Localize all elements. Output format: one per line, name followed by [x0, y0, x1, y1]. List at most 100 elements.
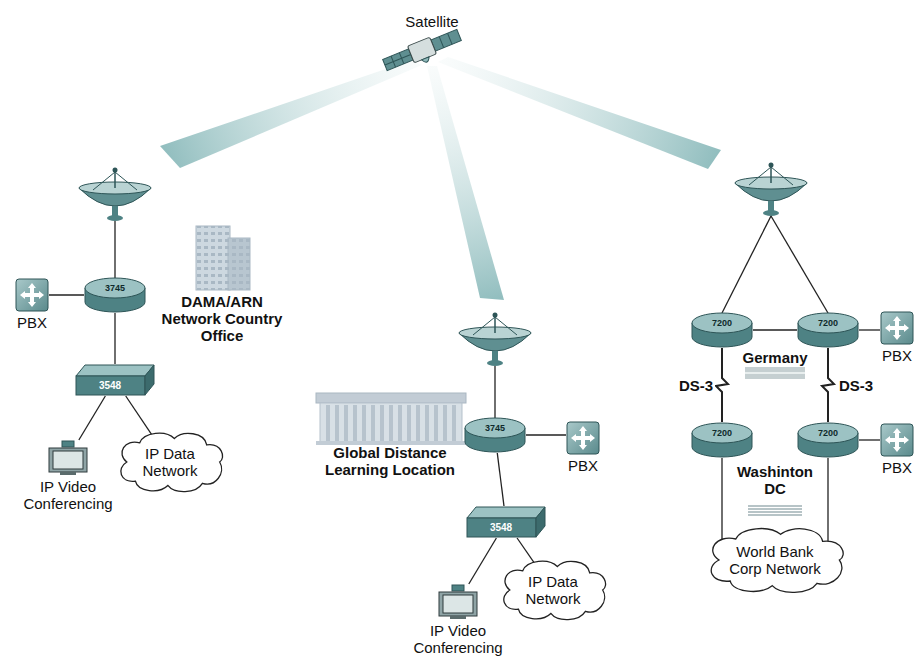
- network-cloud: IP Data Network: [499, 558, 607, 622]
- drawing-svg: [797, 312, 859, 348]
- drawing-path: [885, 316, 909, 340]
- node-text: 7200: [691, 317, 753, 329]
- ds3-link: [716, 348, 728, 422]
- network-cloud: IP Data Network: [116, 430, 224, 494]
- drawing-rect: [49, 448, 87, 472]
- drawing-rect: [320, 403, 462, 443]
- drawing-ellipse: [798, 313, 858, 333]
- drawing-svg: [566, 421, 600, 455]
- satellite-dish: [459, 313, 531, 367]
- place-label: Germany: [725, 349, 825, 366]
- drawing-polygon: [76, 365, 154, 376]
- network-link: [859, 329, 880, 330]
- cloud-text-box: IP Data Network: [499, 558, 607, 622]
- drawing-rect: [326, 405, 456, 443]
- place-label: DAMA/ARN Network Country Office: [152, 293, 292, 344]
- pbx-icon: PBX: [15, 278, 49, 331]
- node-text: 3548: [75, 378, 145, 394]
- drawing-rect: [443, 595, 473, 613]
- drawing-ellipse: [692, 423, 752, 443]
- network-link: [114, 313, 115, 364]
- node-text: IP Data Network: [130, 445, 210, 479]
- drawing-rect: [76, 376, 145, 395]
- video-conferencing-icon: IP Video Conferencing: [18, 440, 118, 512]
- drawing-rect: [439, 592, 477, 616]
- drawing-polygon: [467, 507, 545, 518]
- cloud-text-box: IP Data Network: [116, 430, 224, 494]
- drawing-line: [748, 511, 802, 513]
- place-label: Washinton DC: [729, 463, 821, 497]
- drawing-rect: [53, 451, 83, 469]
- drawing-rect: [452, 585, 464, 591]
- satellite-beam: [160, 60, 422, 168]
- link-label: DS-3: [837, 377, 875, 394]
- drawing-rect: [431, 29, 461, 51]
- dish-link: [771, 216, 828, 313]
- network-link: [526, 434, 566, 435]
- link-label: DS-3: [677, 377, 715, 394]
- drawing-rect: [196, 226, 230, 290]
- drawing-svg: [691, 422, 753, 458]
- network-link: [49, 294, 84, 295]
- drawing-ellipse: [465, 418, 525, 438]
- drawing-svg: [46, 440, 90, 476]
- drawing-line: [748, 508, 802, 510]
- node-text: 7200: [691, 427, 753, 439]
- drawing-svg: [436, 584, 480, 620]
- router-icon: 7200: [797, 312, 859, 348]
- city-band: [748, 506, 802, 515]
- drawing-svg: [880, 423, 914, 457]
- video-conferencing-icon: IP Video Conferencing: [408, 584, 508, 656]
- drawing-rect: [567, 422, 599, 454]
- drawing-svg: [15, 278, 49, 312]
- node-text: 3745: [84, 282, 146, 294]
- router-icon: 7200: [691, 312, 753, 348]
- drawing-path: [885, 428, 909, 452]
- satellite-icon: [382, 27, 464, 77]
- network-link: [79, 396, 106, 440]
- network-link: [859, 439, 880, 440]
- drawing-path: [121, 433, 223, 491]
- drawing-line: [745, 372, 805, 374]
- network-link: [753, 329, 797, 330]
- drawing-path: [711, 529, 843, 593]
- drawing-path: [504, 561, 606, 619]
- place-label: Satellite: [372, 13, 492, 30]
- drawing-ellipse: [692, 313, 752, 333]
- drawing-rect: [383, 49, 413, 71]
- network-link: [469, 538, 497, 584]
- router-icon: 7200: [797, 422, 859, 458]
- cloud-text-box: World Bank Corp Network: [705, 525, 845, 595]
- node-text: World Bank Corp Network: [725, 543, 825, 577]
- node-text: PBX: [566, 457, 600, 474]
- network-link: [497, 453, 504, 506]
- switch-icon: 3548: [75, 364, 155, 396]
- drawing-rect: [745, 367, 805, 379]
- network-cloud: World Bank Corp Network: [705, 525, 845, 595]
- router-icon: 3745: [464, 417, 526, 453]
- node-text: IP Video Conferencing: [408, 622, 508, 656]
- node-text: 7200: [797, 317, 859, 329]
- satellite-beam: [427, 66, 504, 300]
- place-label: Global Distance Learning Location: [315, 444, 465, 478]
- pbx-icon: PBX: [566, 421, 600, 474]
- drawing-rect: [316, 393, 466, 403]
- drawing-rect: [881, 424, 913, 456]
- country-band: [745, 367, 805, 379]
- dish-link: [114, 221, 115, 278]
- dish-link: [722, 216, 771, 313]
- satellite-dish: [79, 168, 151, 222]
- drawing-svg: [880, 311, 914, 345]
- drawing-rect: [467, 518, 536, 537]
- node-text: 3548: [466, 520, 536, 536]
- drawing-rect: [16, 279, 48, 311]
- drawing-path: [422, 57, 431, 64]
- pbx-icon: PBX: [880, 311, 914, 364]
- router-icon: 7200: [691, 422, 753, 458]
- switch-icon: 3548: [466, 506, 546, 538]
- node-text: PBX: [880, 459, 914, 476]
- router-icon: 3745: [84, 277, 146, 313]
- drawing-rect: [228, 238, 250, 290]
- drawing-rect: [228, 238, 250, 290]
